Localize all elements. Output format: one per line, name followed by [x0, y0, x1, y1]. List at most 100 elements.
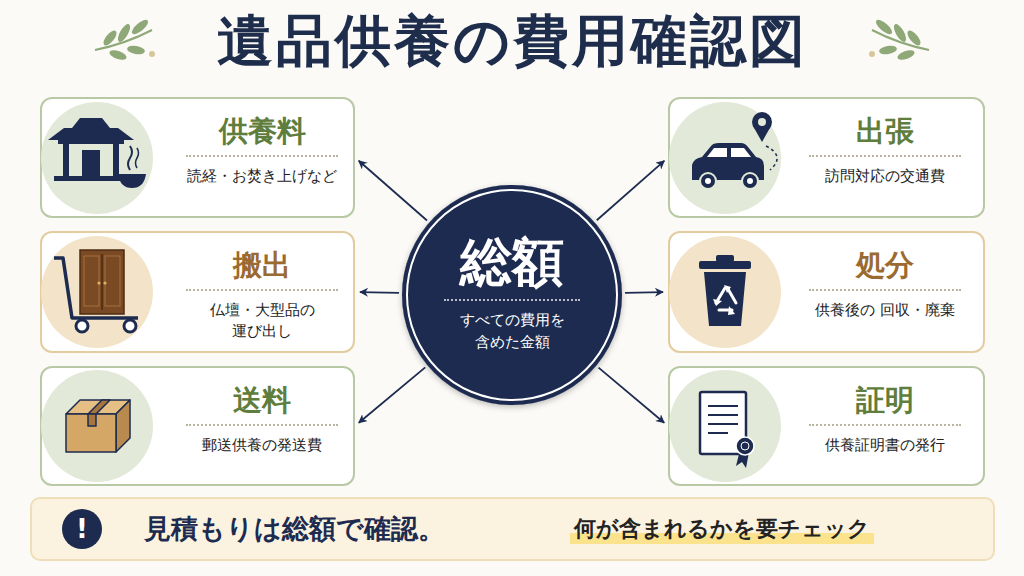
cost-box: 処分供養後の 回収・廃棄	[668, 231, 985, 353]
node-body: 仏壇・大型品の 運び出し	[182, 300, 342, 342]
leaf-ornament-part	[896, 48, 916, 62]
leaf-ornament-part	[872, 30, 929, 50]
car-icon-part	[752, 112, 772, 132]
text-column: 総額すべての費用を 含めた金額	[432, 231, 592, 353]
certificate-icon-part	[736, 437, 754, 455]
car-icon-part	[742, 173, 758, 189]
parcel-icon-part	[116, 400, 130, 452]
temple-icon-part	[118, 174, 146, 188]
temple-icon-part	[41, 102, 153, 214]
certificate-icon-part	[708, 414, 738, 416]
total-circle: 総額すべての費用を 含めた金額	[402, 185, 622, 405]
cart-icon-part	[97, 281, 100, 284]
car-icon	[669, 102, 781, 214]
cart-icon-part	[103, 281, 106, 284]
cost-arrow	[360, 291, 399, 294]
certificate-icon-part	[708, 405, 738, 407]
recycle-bin-icon-part	[716, 255, 734, 262]
temple-icon-part	[63, 144, 69, 176]
temple-icon-part	[48, 128, 134, 140]
temple-icon-part	[58, 140, 124, 144]
recycle-bin-icon-part	[669, 236, 781, 348]
cart-icon-part	[80, 250, 124, 314]
temple-icon-part	[128, 146, 132, 170]
node-body: 何が含まれるかを要チェック	[570, 514, 874, 544]
cart-icon-part	[76, 320, 88, 332]
cost-arrow	[597, 161, 664, 220]
cost-box: 搬出仏壇・大型品の 運び出し	[40, 231, 355, 353]
car-icon-part	[753, 126, 771, 142]
temple-icon-part	[72, 118, 110, 128]
temple-icon	[41, 102, 153, 214]
cart-icon-part	[105, 256, 120, 306]
leaf-ornament-part	[126, 44, 145, 55]
certificate-icon-part	[708, 423, 738, 425]
text-column: 搬出仏壇・大型品の 運び出し	[182, 247, 342, 342]
leaf-ornament-part	[878, 44, 897, 55]
recycle-bin-icon	[669, 236, 781, 348]
car-icon-part	[669, 102, 781, 214]
temple-icon-part	[82, 150, 100, 176]
cart-icon-part	[124, 320, 136, 332]
recycle-bin-icon-part	[704, 272, 746, 326]
text-column: 証明供養証明書の発行	[805, 382, 965, 456]
car-icon-part	[747, 178, 753, 184]
recycle-bin-icon-part	[716, 288, 736, 310]
cart-icon-part	[54, 258, 138, 318]
node-body: すべての費用を 含めた金額	[432, 309, 592, 353]
cost-box: 出張訪問対応の交通費	[668, 97, 985, 218]
edge-group	[359, 161, 664, 423]
leaf-ornament-part	[130, 18, 150, 37]
cost-arrow	[599, 368, 665, 423]
recycle-bin-icon-part	[713, 285, 735, 315]
car-icon-part	[707, 148, 727, 157]
parcel-icon-part	[66, 414, 116, 452]
node-heading: 搬出	[186, 247, 338, 291]
text-column: 送料郵送供養の発送費	[182, 382, 342, 456]
node-heading: 見積もりは総額で確認。	[144, 511, 445, 547]
node-body: 供養証明書の発行	[805, 435, 965, 456]
leaf-ornament	[95, 18, 155, 62]
node-heading: 出張	[809, 113, 961, 157]
node-body: 読経・お焚き上げなど	[182, 166, 342, 187]
text-column: 出張訪問対応の交通費	[805, 113, 965, 187]
recycle-bin-icon-part	[699, 261, 751, 269]
cart-icon-part	[41, 236, 153, 348]
car-icon-part	[705, 178, 711, 184]
node-heading: 処分	[809, 247, 961, 291]
alert-badge: !	[62, 509, 102, 549]
parcel-icon-part	[66, 400, 130, 414]
car-icon-part	[700, 173, 716, 189]
temple-icon-part	[113, 144, 119, 176]
node-heading: !	[62, 509, 102, 549]
certificate-icon-part	[700, 392, 746, 454]
node-heading: 総額	[444, 231, 580, 301]
diagram-title: 遺品供養の費用確認図	[0, 6, 1024, 76]
leaf-ornament-part	[869, 51, 875, 57]
text-column: 供養料読経・お焚き上げなど	[182, 113, 342, 187]
node-body: 供養後の 回収・廃棄	[805, 300, 965, 321]
leaf-ornament-part	[95, 30, 152, 50]
cost-box: 供養料読経・お焚き上げなど	[40, 97, 355, 218]
parcel-icon	[41, 370, 153, 482]
certificate-icon-part	[669, 370, 781, 482]
node-body: 訪問対応の交通費	[805, 166, 965, 187]
notice-banner: 見積もりは総額で確認。 何が含まれるかを要チェック!	[30, 497, 995, 561]
leaf-ornament	[869, 18, 929, 62]
certificate-icon-part	[736, 450, 749, 468]
car-icon-part	[692, 143, 764, 180]
node-body: 郵送供養の発送費	[182, 435, 342, 456]
parcel-icon-part	[41, 370, 153, 482]
node-heading: 証明	[809, 382, 961, 426]
cost-box: 証明供養証明書の発行	[668, 366, 985, 486]
leaf-ornament-part	[874, 18, 894, 37]
temple-icon-part	[54, 176, 128, 181]
certificate-icon	[669, 370, 781, 482]
temple-icon-part	[136, 148, 139, 168]
cart-icon-part	[101, 254, 103, 310]
leaf-ornament-part	[892, 22, 909, 43]
leaf-ornament-part	[149, 51, 155, 57]
leaf-ornament-part	[101, 29, 119, 48]
cost-box: 送料郵送供養の発送費	[40, 366, 355, 486]
